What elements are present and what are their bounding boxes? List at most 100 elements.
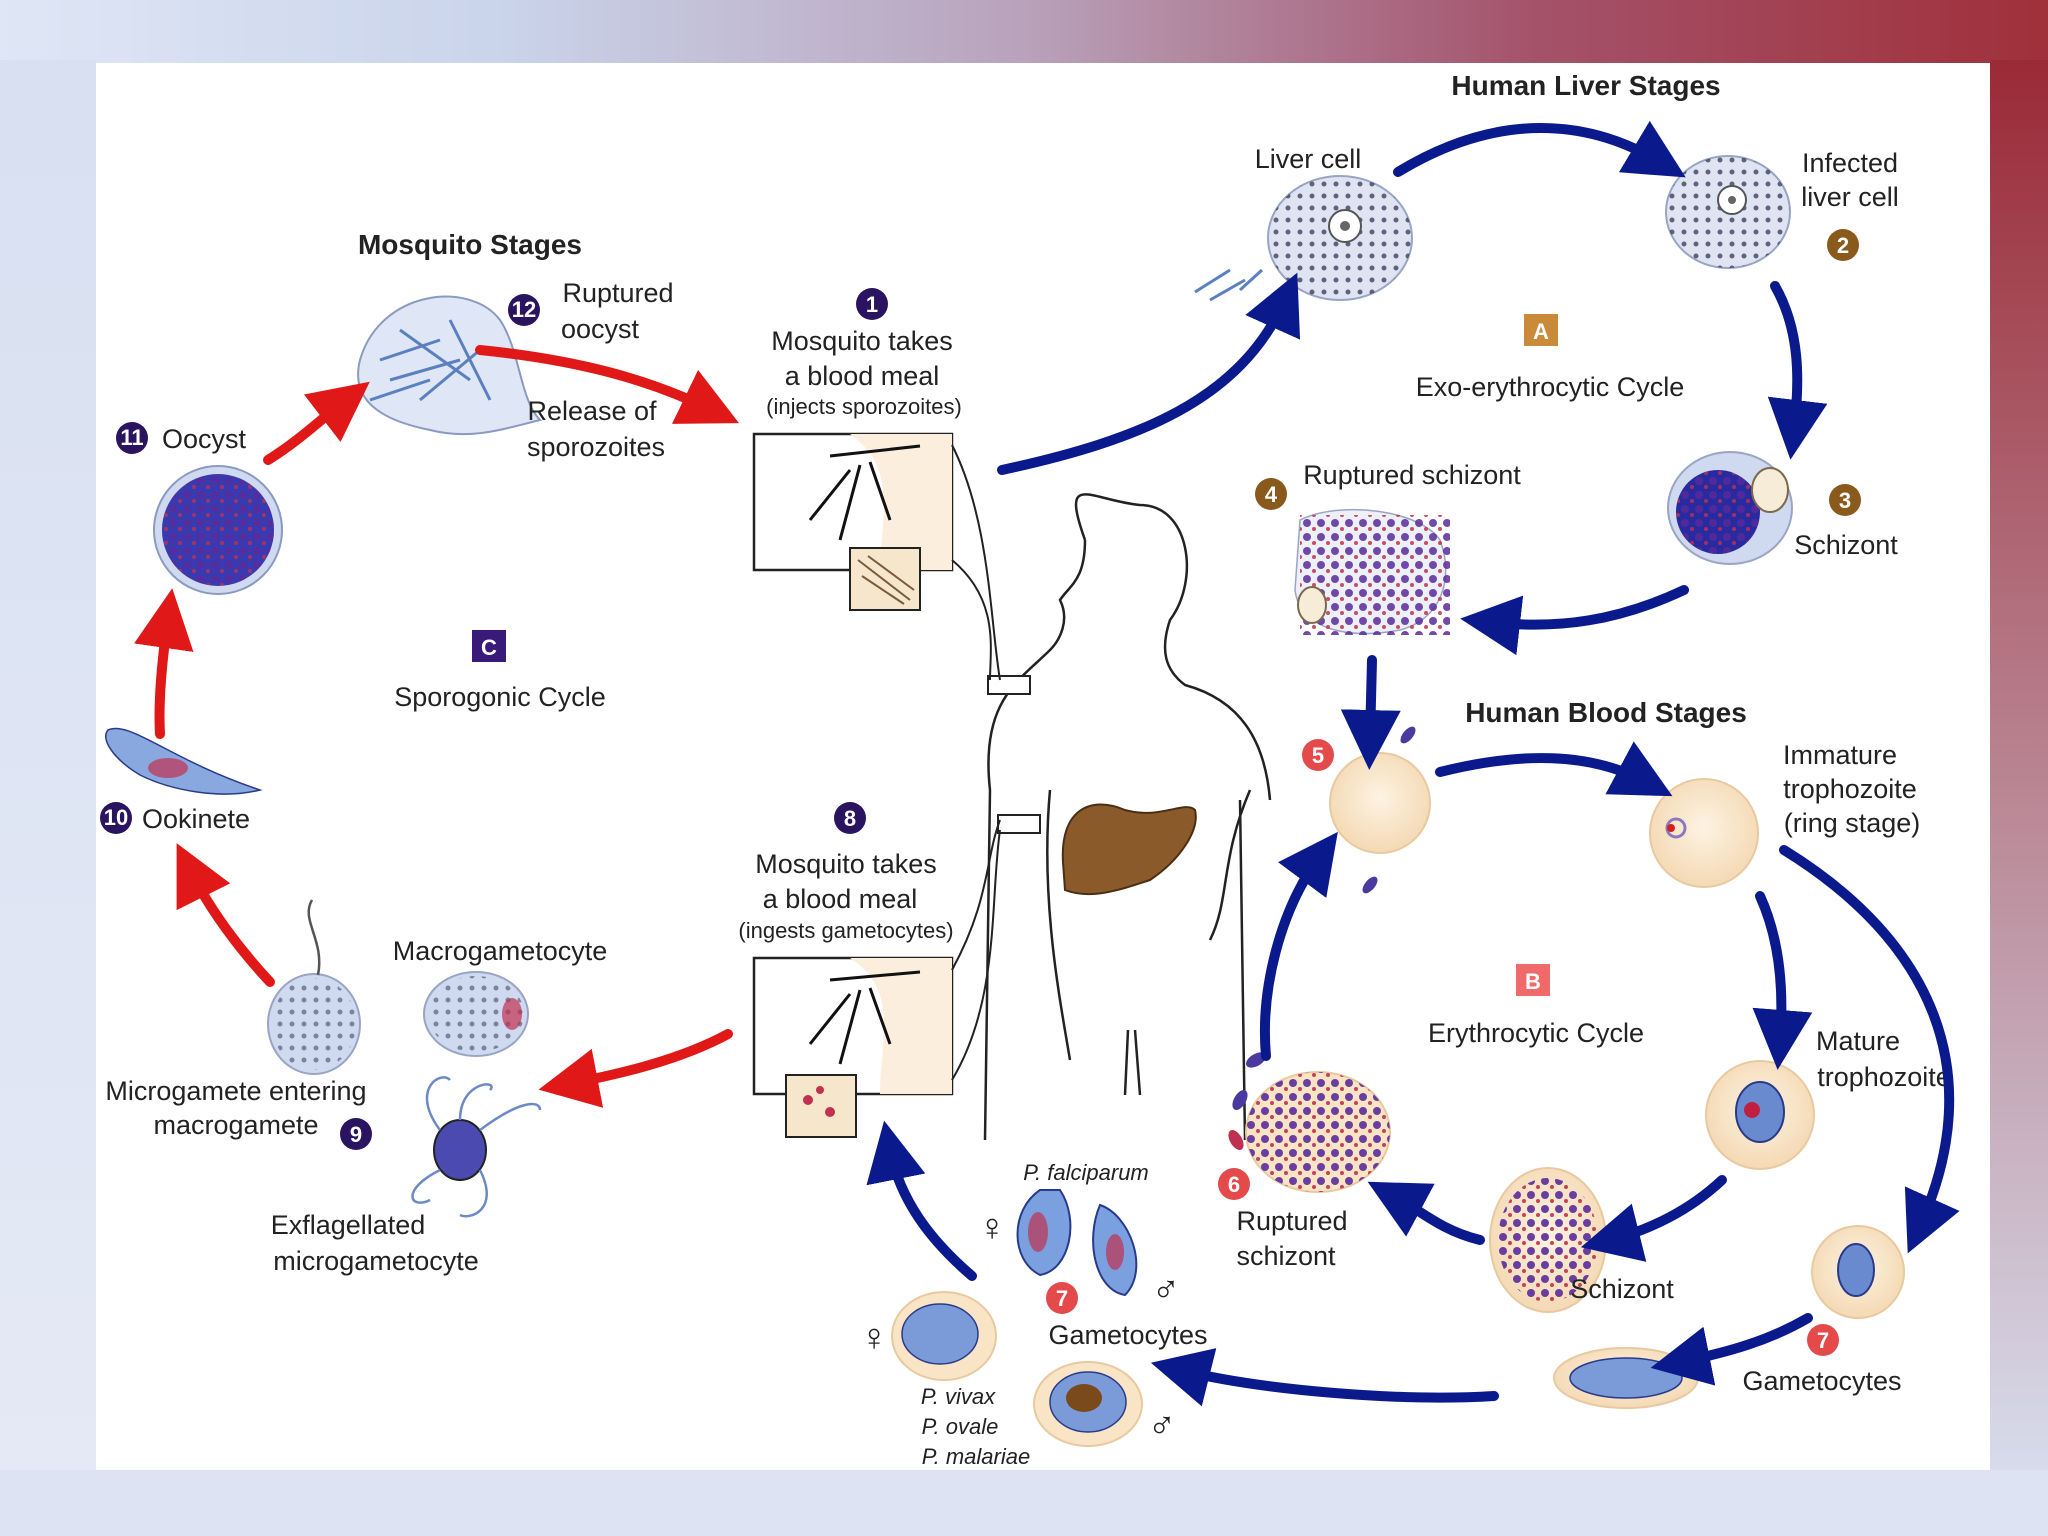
immature-line1: Immature xyxy=(1783,740,1897,770)
mosquito-stages-header: Mosquito Stages xyxy=(358,229,582,260)
arrow-infected-to-schizont xyxy=(1767,281,1828,460)
step1-number: 1 xyxy=(866,292,878,317)
arrow-liver-to-infected xyxy=(1393,120,1686,178)
step6-line1: Ruptured xyxy=(1236,1206,1347,1236)
step4-badge xyxy=(1255,478,1287,510)
cycle-a-box xyxy=(1524,314,1558,346)
mosquito-bite-inset-2 xyxy=(752,819,1001,1138)
merozoite-b xyxy=(1362,876,1378,894)
arrow-rbc-to-ring xyxy=(1435,741,1673,797)
step2-badge xyxy=(1827,229,1859,261)
step8-badge xyxy=(834,802,866,834)
step8-number: 8 xyxy=(844,806,856,831)
blood-stages-header: Human Blood Stages xyxy=(1465,697,1747,728)
rbc-ring-stage xyxy=(1649,778,1759,888)
step7b-label: Gametocytes xyxy=(1742,1366,1901,1396)
species-malariae: P. malariae xyxy=(922,1444,1030,1469)
step7a-number: 7 xyxy=(1056,1286,1068,1311)
cycle-a-name: Exo-erythrocytic Cycle xyxy=(1416,372,1685,402)
step3-badge xyxy=(1829,484,1861,516)
step2-line1: Infected xyxy=(1802,148,1898,178)
step12-badge xyxy=(508,294,540,326)
step5-badge xyxy=(1302,739,1334,771)
ruptured-blood-schizont-image xyxy=(1228,1052,1391,1193)
step6-badge xyxy=(1218,1168,1250,1200)
step6-number: 6 xyxy=(1228,1172,1240,1197)
male-symbol-top: ♂ xyxy=(1152,1269,1181,1311)
step12-line1: Ruptured xyxy=(562,278,673,308)
arrow-ring-to-gametocyte xyxy=(1779,845,1960,1254)
species-falciparum: P. falciparum xyxy=(1023,1160,1149,1185)
ruptured-liver-schizont-image xyxy=(1294,508,1450,635)
step8-line3: (ingests gametocytes) xyxy=(738,918,953,943)
step10-label: Ookinete xyxy=(142,804,250,834)
vivax-gametocytes-image xyxy=(891,1291,1143,1447)
step9-line2: macrogamete xyxy=(153,1110,318,1140)
female-symbol-bottom: ♀ xyxy=(860,1317,889,1359)
female-symbol-top: ♀ xyxy=(978,1207,1007,1249)
arrow-mosquito-to-gametes xyxy=(538,1029,733,1108)
arrow-oocyst-release-to-bite xyxy=(475,345,740,424)
ookinete-image xyxy=(105,727,263,795)
infected-liver-cell-image xyxy=(1665,155,1791,269)
macrogametocyte-label: Macrogametocyte xyxy=(393,936,608,966)
step2-line2: liver cell xyxy=(1801,182,1899,212)
step8-line1: Mosquito takes xyxy=(755,849,937,879)
liver-cell-image xyxy=(1194,175,1413,302)
arrow-ring-to-mature xyxy=(1752,891,1813,1070)
cycle-a-letter: A xyxy=(1533,319,1549,344)
arrow-ookinete-to-oocyst xyxy=(134,588,194,739)
elongated-gametocyte-parasite xyxy=(1569,1357,1683,1399)
skin-bite-marker-lower xyxy=(997,814,1041,834)
oocyst-sporozoites xyxy=(162,474,274,586)
step10-badge xyxy=(100,802,132,834)
release-line2: sporozoites xyxy=(527,432,665,462)
right-band xyxy=(1990,60,2048,1470)
falciparum-gametocytes-image xyxy=(1016,1189,1138,1297)
release-line1: Release of xyxy=(527,396,657,426)
step9-number: 9 xyxy=(350,1122,362,1147)
step1-line2: a blood meal xyxy=(785,361,940,391)
cycle-c-name: Sporogonic Cycle xyxy=(394,682,606,712)
step2-number: 2 xyxy=(1837,233,1849,258)
exflagellated-microgametocyte-image xyxy=(411,1076,542,1218)
arrow-schizont-to-ruptured-blood xyxy=(1367,1181,1485,1245)
exflag-line1: Exflagellated xyxy=(271,1210,426,1240)
human-figure xyxy=(983,493,1272,1141)
mosquito-bite-inset-1 xyxy=(752,432,1001,681)
arrow-gametocytes-to-mosquito xyxy=(866,1120,977,1281)
liver-stages-header: Human Liver Stages xyxy=(1451,70,1720,101)
step12-number: 12 xyxy=(512,297,536,322)
step5-number: 5 xyxy=(1312,743,1324,768)
arrow-gametocyte-to-elongated xyxy=(1650,1313,1813,1386)
gametocyte-right-parasite xyxy=(1837,1243,1875,1297)
arrow-bite-to-liver xyxy=(997,272,1301,475)
step11-number: 11 xyxy=(120,425,143,450)
step9-badge xyxy=(340,1118,372,1150)
step11-badge xyxy=(116,422,148,454)
ring-chromatin xyxy=(1667,824,1675,832)
cycle-c-letter: C xyxy=(481,635,497,660)
human-liver xyxy=(1061,803,1197,896)
cycle-b-name: Erythrocytic Cycle xyxy=(1428,1018,1644,1048)
step1-line1: Mosquito takes xyxy=(771,326,953,356)
step3-number: 3 xyxy=(1839,488,1851,513)
mature-trophozoite-nucleus xyxy=(1744,1102,1760,1118)
skin-bite-marker-upper xyxy=(987,675,1031,695)
male-symbol-bottom: ♂ xyxy=(1148,1405,1177,1447)
blood-schizont-label: Schizont xyxy=(1570,1274,1674,1304)
step11-label: Oocyst xyxy=(162,424,247,454)
arrow-ruptured-to-rbc-loop xyxy=(1259,831,1338,1061)
merozoite-a xyxy=(1400,726,1416,744)
arrow-zygote-to-ookinete xyxy=(176,843,275,987)
mature-line1: Mature xyxy=(1816,1026,1900,1056)
blood-schizont-merozoites xyxy=(1498,1178,1598,1302)
mature-line2: trophozoite xyxy=(1817,1062,1951,1092)
ruptured-oocyst-image xyxy=(357,295,542,436)
mature-trophozoite-parasite xyxy=(1735,1081,1785,1143)
step12-line2: oocyst xyxy=(561,314,640,344)
arrow-ruptured-to-rbc xyxy=(1340,655,1401,770)
cycle-b-box xyxy=(1516,964,1550,996)
cycle-c-box xyxy=(472,630,506,662)
